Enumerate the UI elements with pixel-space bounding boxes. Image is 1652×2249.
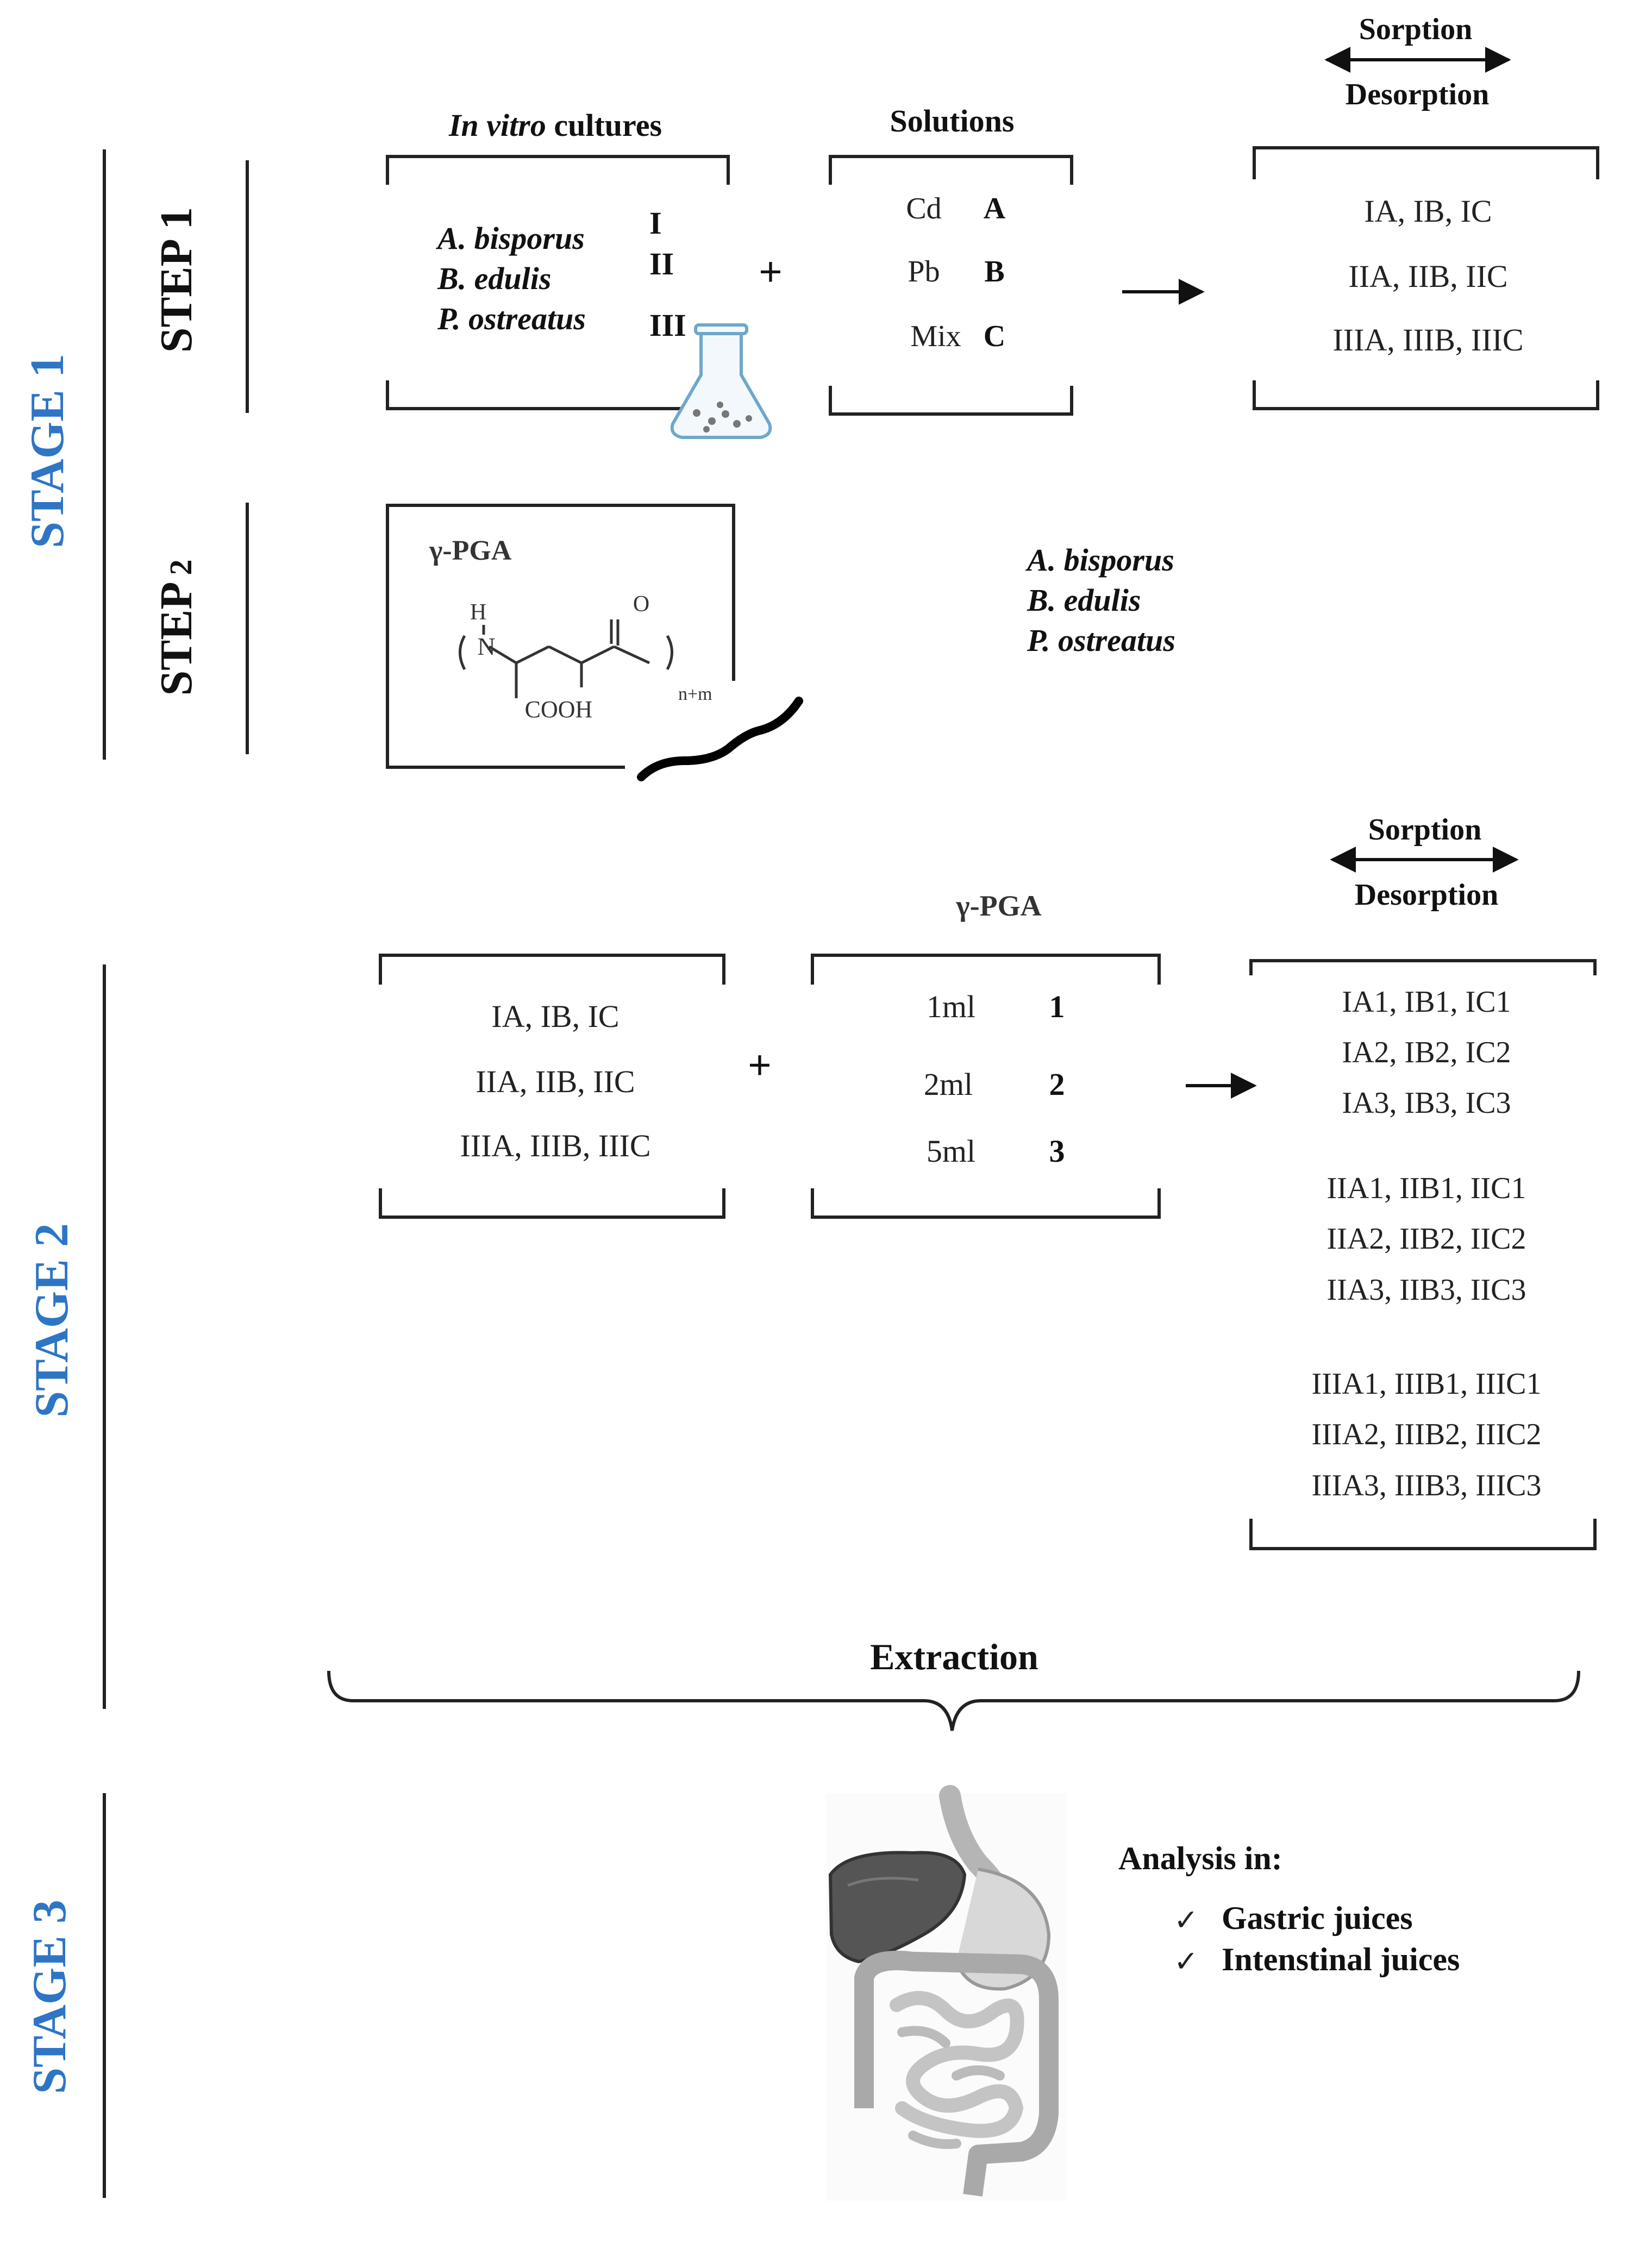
volume-code-3: 3 xyxy=(1049,1133,1065,1169)
stage1-label: STAGE 1 xyxy=(21,354,74,548)
cultures-title: In vitro cultures xyxy=(448,108,662,143)
solution-metal-2: Pb xyxy=(908,255,940,289)
pga-label: γ-PGA xyxy=(429,535,512,566)
species-code-1: I xyxy=(649,205,662,241)
polymer-chain-icon xyxy=(637,697,803,781)
solutions-box xyxy=(829,155,1073,416)
plus-sign-stage2: + xyxy=(748,1042,771,1087)
stage2-result-2-3: IIA3, IIB3, IIC3 xyxy=(1326,1273,1526,1307)
check-icon-2: ✓ xyxy=(1174,1945,1198,1978)
solutions-title: Solutions xyxy=(890,103,1015,139)
solution-code-2: B xyxy=(984,255,1004,289)
stage2-input-2: IIA, IIB, IIC xyxy=(475,1064,635,1099)
step2-species-3: P. ostreatus xyxy=(1027,623,1175,658)
species-code-3: III xyxy=(649,308,686,343)
species-name-3: P. ostreatus xyxy=(437,301,586,336)
stage2-volumes-box xyxy=(811,954,1161,1219)
stage2-result-2-1: IIA1, IIB1, IIC1 xyxy=(1326,1172,1526,1205)
stage2-result-3-1: IIIA1, IIIB1, IIIC1 xyxy=(1312,1367,1542,1401)
stage3-label: STAGE 3 xyxy=(23,1900,76,2094)
step1-result-1: IA, IB, IC xyxy=(1364,193,1492,229)
step1-result-2: IIA, IIB, IIC xyxy=(1348,259,1507,294)
stage2-result-1-1: IA1, IB1, IC1 xyxy=(1342,985,1511,1019)
stage2-inputs-box xyxy=(379,954,725,1219)
pga-chemical-structure xyxy=(459,619,673,698)
species-name-2: B. edulis xyxy=(437,261,552,296)
stage2-result-1-2: IA2, IB2, IC2 xyxy=(1342,1036,1511,1069)
pga-atom-h: H xyxy=(470,600,486,625)
pga-atom-n: N xyxy=(477,632,495,660)
cultures-title-rest: cultures xyxy=(546,108,662,143)
stage2-result-2-2: IIA2, IIB2, IIC2 xyxy=(1326,1222,1526,1256)
extraction-label: Extraction xyxy=(870,1636,1038,1677)
stage2-result-1-3: IA3, IB3, IC3 xyxy=(1342,1086,1511,1120)
step2-number: 2 xyxy=(163,559,198,575)
pga-subscript: n+m xyxy=(678,684,712,704)
solution-metal-3: Mix xyxy=(910,320,961,353)
step2-label: STEP 2 xyxy=(151,559,202,696)
species-name-1: A. bisporus xyxy=(436,221,585,256)
stage2-input-1: IA, IB, IC xyxy=(491,999,619,1034)
stage2-sorption-label: Sorption xyxy=(1368,813,1482,847)
flask-icon xyxy=(670,323,772,439)
pga-structure-box xyxy=(386,504,735,769)
solution-code-3: C xyxy=(984,320,1005,353)
plus-sign-step1: + xyxy=(759,249,782,294)
species-code-2: II xyxy=(649,246,674,281)
analysis-item-1: Gastric juices xyxy=(1222,1900,1413,1936)
stage2-input-3: IIIA, IIIB, IIIC xyxy=(460,1128,650,1163)
volume-code-2: 2 xyxy=(1049,1067,1065,1102)
cultures-title-italic: In vitro xyxy=(448,108,546,143)
extraction-brace xyxy=(327,1670,1580,1731)
stage2-result-3-2: IIIA2, IIIB2, IIIC2 xyxy=(1312,1418,1542,1451)
solution-code-1: A xyxy=(984,192,1006,225)
digestive-system-illustration xyxy=(826,1785,1066,2201)
stage2-pga-title: γ-PGA xyxy=(955,889,1041,922)
stage2-label: STAGE 2 xyxy=(26,1223,78,1418)
pga-atom-o: O xyxy=(633,592,649,617)
analysis-title: Analysis in: xyxy=(1118,1840,1282,1876)
pga-cooh: COOH xyxy=(525,696,593,723)
step1-label: STEP 1 xyxy=(151,207,202,353)
stage2-desorption-label: Desorption xyxy=(1355,878,1498,912)
analysis-item-2: Intenstinal juices xyxy=(1222,1941,1460,1977)
step1-desorption-label: Desorption xyxy=(1346,78,1489,111)
stage2-result-3-3: IIIA3, IIIB3, IIIC3 xyxy=(1312,1469,1542,1502)
step2-word: STEP xyxy=(151,581,202,696)
volume-code-1: 1 xyxy=(1049,989,1065,1024)
step1-result-3: IIIA, IIIB, IIIC xyxy=(1332,322,1523,358)
step2-species-2: B. edulis xyxy=(1027,582,1141,618)
solution-metal-1: Cd xyxy=(906,192,941,225)
volume-2: 2ml xyxy=(924,1067,973,1102)
step1-results-box xyxy=(1253,146,1599,410)
check-icon-1: ✓ xyxy=(1174,1904,1198,1937)
volume-3: 5ml xyxy=(927,1133,975,1169)
step2-species-1: A. bisporus xyxy=(1025,542,1174,578)
stage2-results-box xyxy=(1249,959,1597,1550)
step1-sorption-label: Sorption xyxy=(1359,12,1473,46)
volume-1: 1ml xyxy=(927,989,975,1024)
